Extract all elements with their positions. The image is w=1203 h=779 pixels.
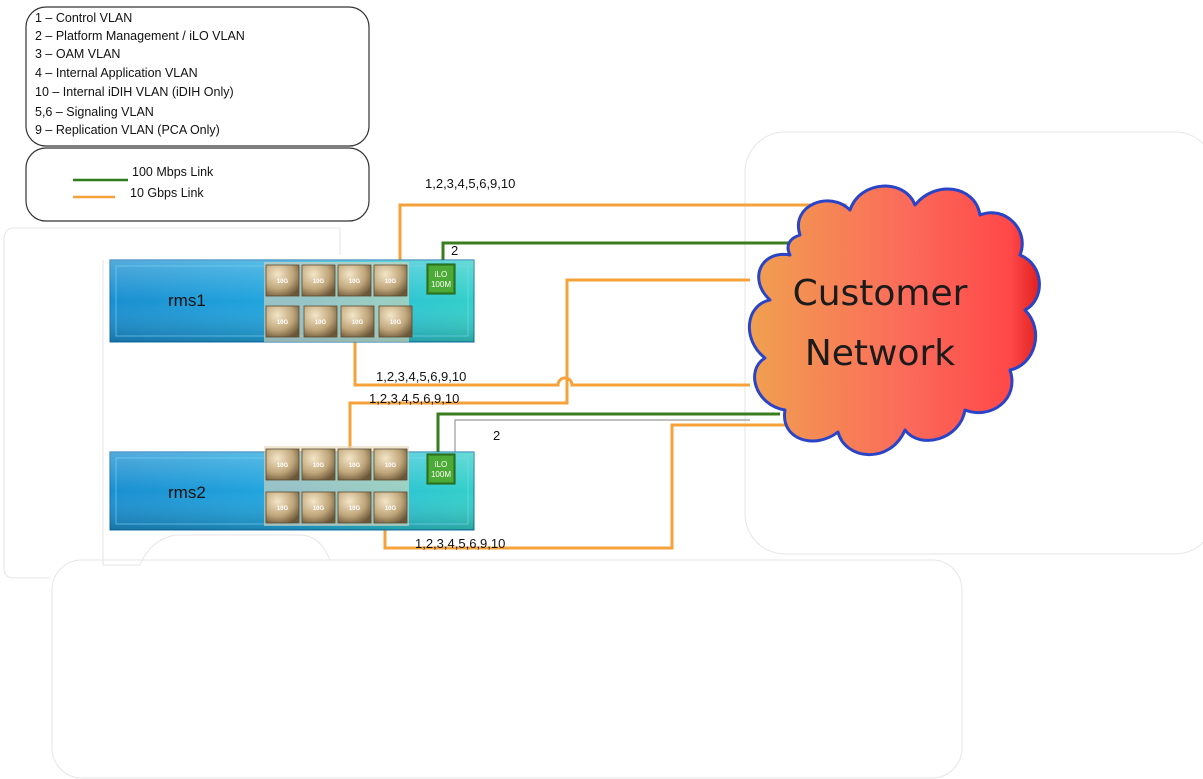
port-10g: 10G (301, 491, 336, 524)
cloud-line-1: Customer (793, 273, 968, 314)
port-10g: 10G (337, 491, 372, 524)
link-label-rms2-top: 1,2,3,4,5,6,9,10 (369, 391, 459, 406)
port-10g: 10G (373, 491, 408, 524)
ilo-port: iLO 100M (426, 453, 456, 485)
customer-network-cloud: Customer Network (748, 184, 1041, 457)
vlan-legend-list: 1 – Control VLAN 2 – Platform Management… (35, 11, 245, 137)
port-10g: 10G (265, 448, 300, 481)
port-label: 10G (313, 279, 325, 285)
gbps-legend-label: 10 Gbps Link (130, 186, 204, 200)
vlan-legend-item: 10 – Internal iDIH VLAN (iDIH Only) (35, 85, 234, 99)
port-10g: 10G (265, 305, 300, 338)
server-name: rms2 (168, 483, 206, 502)
port-label: 10G (385, 279, 397, 285)
port-10g: 10G (265, 264, 300, 297)
gbps-link-rms2-bottom (383, 423, 790, 550)
port-10g: 10G (378, 305, 413, 338)
ilo-port: iLO 100M (426, 263, 456, 295)
vlan-legend-item: 9 – Replication VLAN (PCA Only) (35, 123, 220, 137)
port-label: 10G (385, 506, 397, 512)
port-10g: 10G (373, 448, 408, 481)
mbps-link-rms1-ilo (441, 241, 790, 262)
port-10g: 10G (301, 264, 336, 297)
port-10g: 10G (373, 264, 408, 297)
port-10g: 10G (265, 491, 300, 524)
ilo-label: iLO (435, 270, 447, 279)
port-label: 10G (315, 320, 327, 326)
link-legend-list: 100 Mbps Link 10 Gbps Link (73, 165, 214, 200)
gbps-link-rms2-top (348, 278, 750, 448)
port-label: 10G (277, 279, 289, 285)
cloud-line-2: Network (805, 333, 955, 374)
port-label: 10G (349, 506, 361, 512)
vlan-legend-item: 3 – OAM VLAN (35, 47, 120, 61)
port-label: 10G (385, 463, 397, 469)
link-label-rms1-bottom: 1,2,3,4,5,6,9,10 (376, 369, 466, 384)
port-label: 10G (277, 320, 289, 326)
port-label: 10G (313, 506, 325, 512)
port-10g: 10G (301, 448, 336, 481)
gbps-link-rms1-bottom (353, 342, 750, 387)
port-label: 10G (313, 463, 325, 469)
port-label: 10G (352, 320, 364, 326)
vlan-legend-box (25, 6, 370, 147)
port-label: 10G (277, 506, 289, 512)
port-10g: 10G (337, 264, 372, 297)
port-label: 10G (349, 279, 361, 285)
vlan-legend-item: 5,6 – Signaling VLAN (35, 105, 154, 119)
port-label: 10G (349, 463, 361, 469)
link-legend-box (25, 147, 370, 222)
server-name: rms1 (168, 291, 206, 310)
vlan-legend-item: 1 – Control VLAN (35, 11, 132, 25)
port-label: 10G (390, 320, 402, 326)
port-10g: 10G (340, 305, 375, 338)
link-label-ilo-rms1: 2 (451, 243, 458, 258)
mbps-legend-label: 100 Mbps Link (132, 165, 214, 179)
link-label-ilo-rms2: 2 (493, 428, 500, 443)
link-label-rms2-bottom: 1,2,3,4,5,6,9,10 (415, 536, 505, 551)
port-label: 10G (277, 463, 289, 469)
port-10g: 10G (303, 305, 338, 338)
vlan-legend-item: 2 – Platform Management / iLO VLAN (35, 29, 245, 43)
background-panels (3, 131, 1203, 779)
vlan-legend-item: 4 – Internal Application VLAN (35, 66, 198, 80)
link-label-top: 1,2,3,4,5,6,9,10 (425, 176, 515, 191)
ilo-speed: 100M (431, 280, 451, 289)
ilo-label: iLO (435, 460, 447, 469)
mbps-link-rms2-ilo (436, 412, 780, 455)
ilo-speed: 100M (431, 470, 451, 479)
mgmt-link-rms2 (454, 419, 750, 458)
port-10g: 10G (337, 448, 372, 481)
ports-layer: 10G 10G 10G 10G 10G 10G 10G 10G 10G 10G 10G 10G 10G 1… (265, 264, 413, 524)
